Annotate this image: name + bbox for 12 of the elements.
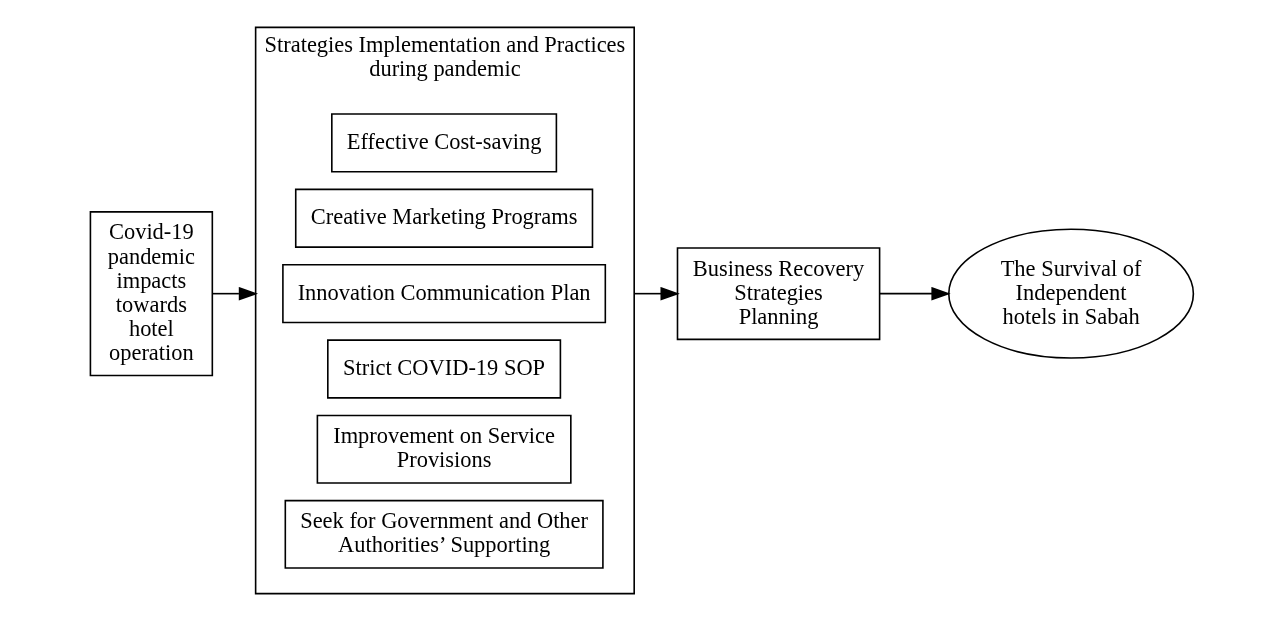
arrow xyxy=(878,286,951,301)
node-box: Improvement on Service Provisions xyxy=(316,414,572,484)
node-box: Effective Cost-saving xyxy=(330,113,557,173)
node-ellipse: The Survival of Independent hotels in Sabah xyxy=(947,228,1194,359)
node-box: Seek for Government and Other Authorities’ Supporting xyxy=(284,499,604,569)
node-box: Innovation Communication Plan xyxy=(281,263,606,324)
arrow xyxy=(211,286,258,301)
arrow xyxy=(632,286,680,301)
node-box: Business Recovery Strategies Planning xyxy=(676,247,880,341)
node-box: Creative Marketing Programs xyxy=(294,188,593,248)
node-box: Strict COVID-19 SOP xyxy=(326,339,561,399)
node-box: Covid-19 pandemic impacts towards hotel operation xyxy=(89,211,213,377)
